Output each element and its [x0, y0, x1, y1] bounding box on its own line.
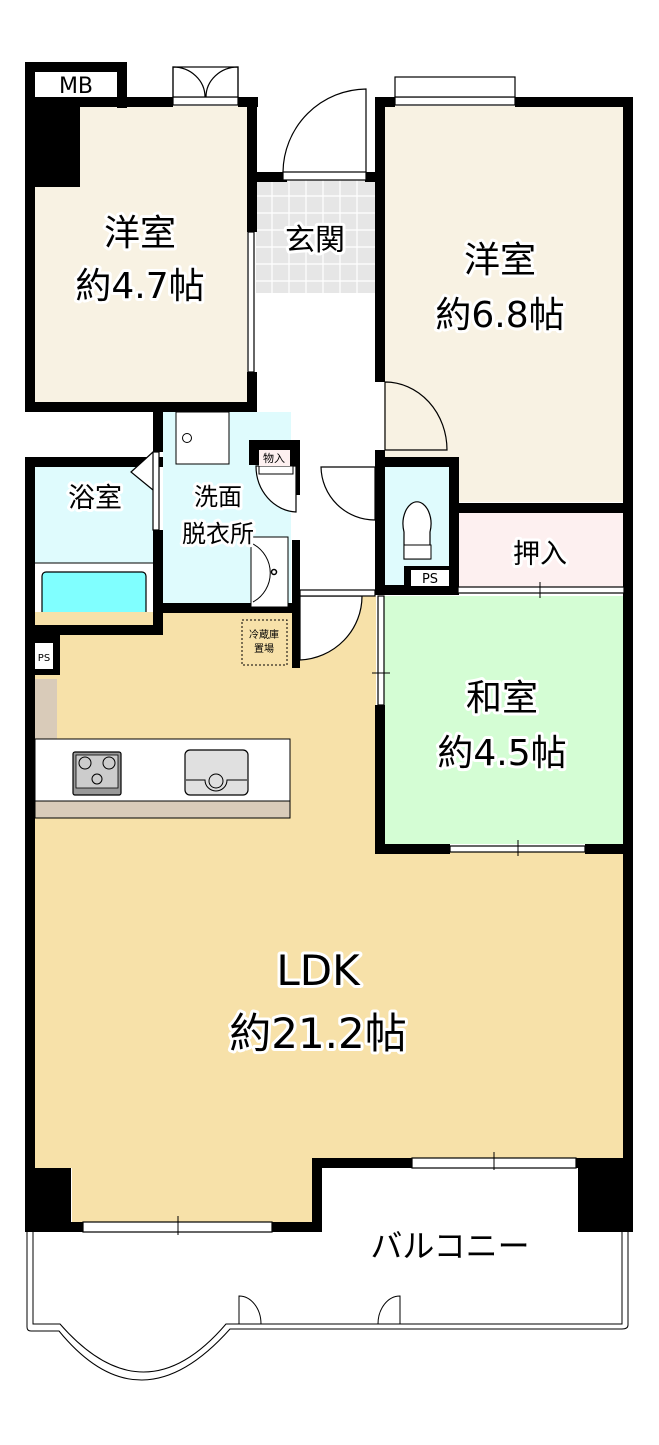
- storage-label: 物入: [263, 451, 285, 465]
- closet-floor: [458, 513, 624, 591]
- kitchen-side-counter: [35, 679, 57, 739]
- japanese-room-floor: [384, 596, 624, 844]
- pipe-space-2-label: PS: [422, 572, 438, 587]
- stove-icon: [72, 751, 122, 796]
- fridge-space: [241, 619, 288, 666]
- western-room-2-size: 約6.8帖: [435, 295, 564, 336]
- japanese-room-size: 約4.5帖: [437, 733, 566, 774]
- balcony: [26, 1232, 629, 1381]
- windows: [82, 66, 625, 1235]
- fridge-space-line2: 置場: [254, 642, 274, 655]
- entrance-name: 玄関: [285, 223, 345, 258]
- western-room-2-floor: [384, 106, 624, 502]
- meter-box-label: MB: [59, 74, 93, 99]
- toilet-icon: [402, 501, 432, 560]
- pipe-space-1: [35, 643, 53, 669]
- washroom-name-line1: 洗面: [194, 483, 242, 511]
- closet-name: 押入: [513, 539, 567, 570]
- pipe-space-2: [411, 570, 449, 586]
- kitchen-counter-back: [34, 800, 291, 819]
- ldk-size: 約21.2帖: [229, 1009, 407, 1058]
- bathroom-name: 浴室: [68, 483, 122, 514]
- sink-icon: [184, 749, 249, 796]
- western-room-1-name: 洋室: [104, 213, 176, 254]
- meter-box: [35, 72, 117, 97]
- fridge-space-line1: 冷蔵庫: [249, 628, 279, 641]
- western-room-1-size: 約4.7帖: [75, 266, 204, 307]
- washroom-name-line2: 脱衣所: [182, 520, 254, 548]
- bathroom-floor: [34, 467, 154, 563]
- storage-box: [259, 450, 290, 466]
- japanese-room-name: 和室: [466, 678, 538, 719]
- balcony-name: バルコニー: [370, 1227, 529, 1265]
- pipe-space-1-label: PS: [38, 653, 50, 664]
- doors: [130, 66, 448, 661]
- entrance-floor: [256, 180, 375, 293]
- western-room-2-name: 洋室: [464, 240, 536, 281]
- ldk-name: LDK: [276, 946, 361, 995]
- walls: [25, 62, 633, 1232]
